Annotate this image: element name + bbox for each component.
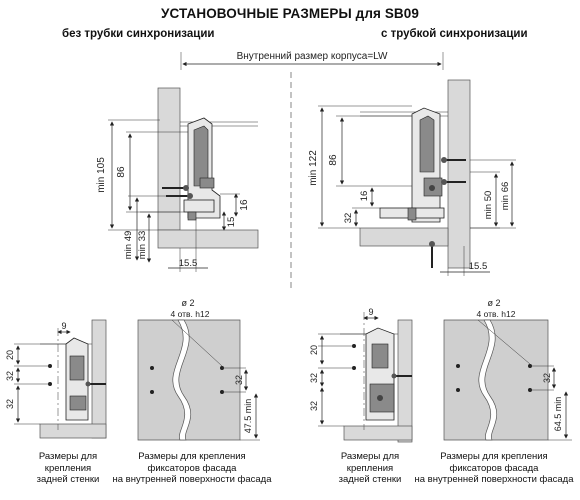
holes-note: 4 отв. h12 — [171, 309, 210, 319]
screw-icon — [429, 241, 435, 268]
bottom-panel — [343, 425, 413, 441]
caption-line: на внутренней поверхности фасада — [112, 474, 272, 485]
dim-86: 86 — [328, 154, 339, 166]
top-left-drawing: min 105 86 16 15 min 49 min 33 15.5 — [96, 87, 259, 272]
subtitle-without-sync-tube: без трубки синхронизации — [62, 28, 215, 40]
hole-diameter: ø 2 — [487, 298, 500, 308]
dim-min33: min 33 — [137, 231, 148, 260]
caption-back-left: Размеры для крепления задней стенки — [28, 451, 108, 486]
screw-icon — [441, 157, 466, 163]
dim-20: 20 — [5, 350, 15, 360]
top-right-drawing: min 122 86 16 32 min 50 min 66 15.5 — [308, 79, 516, 276]
hole-diameter: ø 2 — [181, 298, 194, 308]
dim-min66: min 66 — [500, 182, 511, 211]
lw-label: Внутренний размер корпуса=LW — [237, 51, 388, 62]
page-title: УСТАНОВОЧНЫЕ РАЗМЕРЫ для SB09 — [160, 6, 419, 21]
bottom-panel — [39, 423, 107, 439]
dim-20: 20 — [309, 345, 319, 355]
bottom-panel — [359, 227, 449, 247]
dim-32a: 32 — [309, 373, 319, 383]
caption-line: Размеры для крепления — [138, 451, 246, 462]
bottom-left-back-drawing: 9 20 32 32 — [5, 319, 107, 439]
side-wall — [157, 87, 181, 231]
break-line — [478, 319, 497, 441]
caption-line: фиксаторов фасада — [147, 462, 237, 474]
side-wall — [447, 79, 471, 269]
dim-86: 86 — [116, 166, 127, 178]
back-wall — [397, 319, 413, 443]
caption-line: фиксаторов фасада — [449, 462, 539, 474]
hole-icon — [456, 388, 460, 392]
caption-front-left: Размеры для крепления фиксаторов фасада … — [108, 451, 276, 486]
hole-icon — [456, 364, 460, 368]
dim-32b: 32 — [309, 401, 319, 411]
dim-32: 32 — [234, 375, 244, 385]
caption-line: Размеры для — [38, 451, 98, 462]
holes-note: 4 отв. h12 — [477, 309, 516, 319]
lw-dimension: Внутренний размер корпуса=LW — [180, 51, 444, 70]
screw-icon — [85, 381, 106, 387]
caption-back-right: Размеры для крепления задней стенки — [330, 451, 410, 486]
dim-min122: min 122 — [308, 150, 319, 186]
back-wall — [91, 319, 107, 439]
dim-min64-5: 64.5 min — [553, 397, 563, 432]
dim-15-5: 15.5 — [469, 261, 488, 272]
bottom-right-front-drawing: ø 2 4 отв. h12 32 64.5 min — [443, 298, 572, 441]
caption-line: Размеры для — [340, 451, 400, 462]
caption-front-right: Размеры для крепления фиксаторов фасада … — [410, 451, 578, 486]
hole-icon — [150, 366, 154, 370]
dim-min50: min 50 — [483, 191, 494, 220]
dim-32: 32 — [542, 373, 552, 383]
bottom-right-back-drawing: 9 20 32 32 — [309, 307, 413, 443]
bottom-left-front-drawing: ø 2 4 отв. h12 32 47.5 min — [137, 298, 260, 441]
dim-9: 9 — [368, 307, 373, 317]
screw-icon — [441, 179, 466, 185]
caption-line: крепления — [44, 462, 92, 474]
break-line — [172, 319, 191, 441]
caption-line: крепления — [346, 462, 394, 474]
dim-15: 15 — [226, 217, 237, 228]
hole-icon — [150, 390, 154, 394]
screw-icon — [391, 373, 412, 379]
caption-line: задней стенки — [36, 474, 100, 485]
dim-32: 32 — [343, 213, 354, 224]
screw-icon — [162, 185, 189, 191]
caption-line: задней стенки — [338, 474, 402, 485]
dim-16: 16 — [359, 191, 370, 202]
dim-32b: 32 — [5, 399, 15, 409]
dim-15-5: 15.5 — [179, 258, 198, 269]
caption-line: на внутренней поверхности фасада — [414, 474, 574, 485]
dim-16: 16 — [239, 199, 250, 211]
caption-line: Размеры для крепления — [440, 451, 548, 462]
dim-32a: 32 — [5, 371, 15, 381]
dim-min47-5: 47.5 min — [243, 399, 253, 434]
subtitle-with-sync-tube: с трубкой синхронизации — [381, 28, 528, 40]
bottom-panel — [157, 229, 259, 249]
dim-min105: min 105 — [96, 157, 107, 193]
dim-9: 9 — [61, 321, 66, 331]
dim-min49: min 49 — [123, 231, 134, 260]
